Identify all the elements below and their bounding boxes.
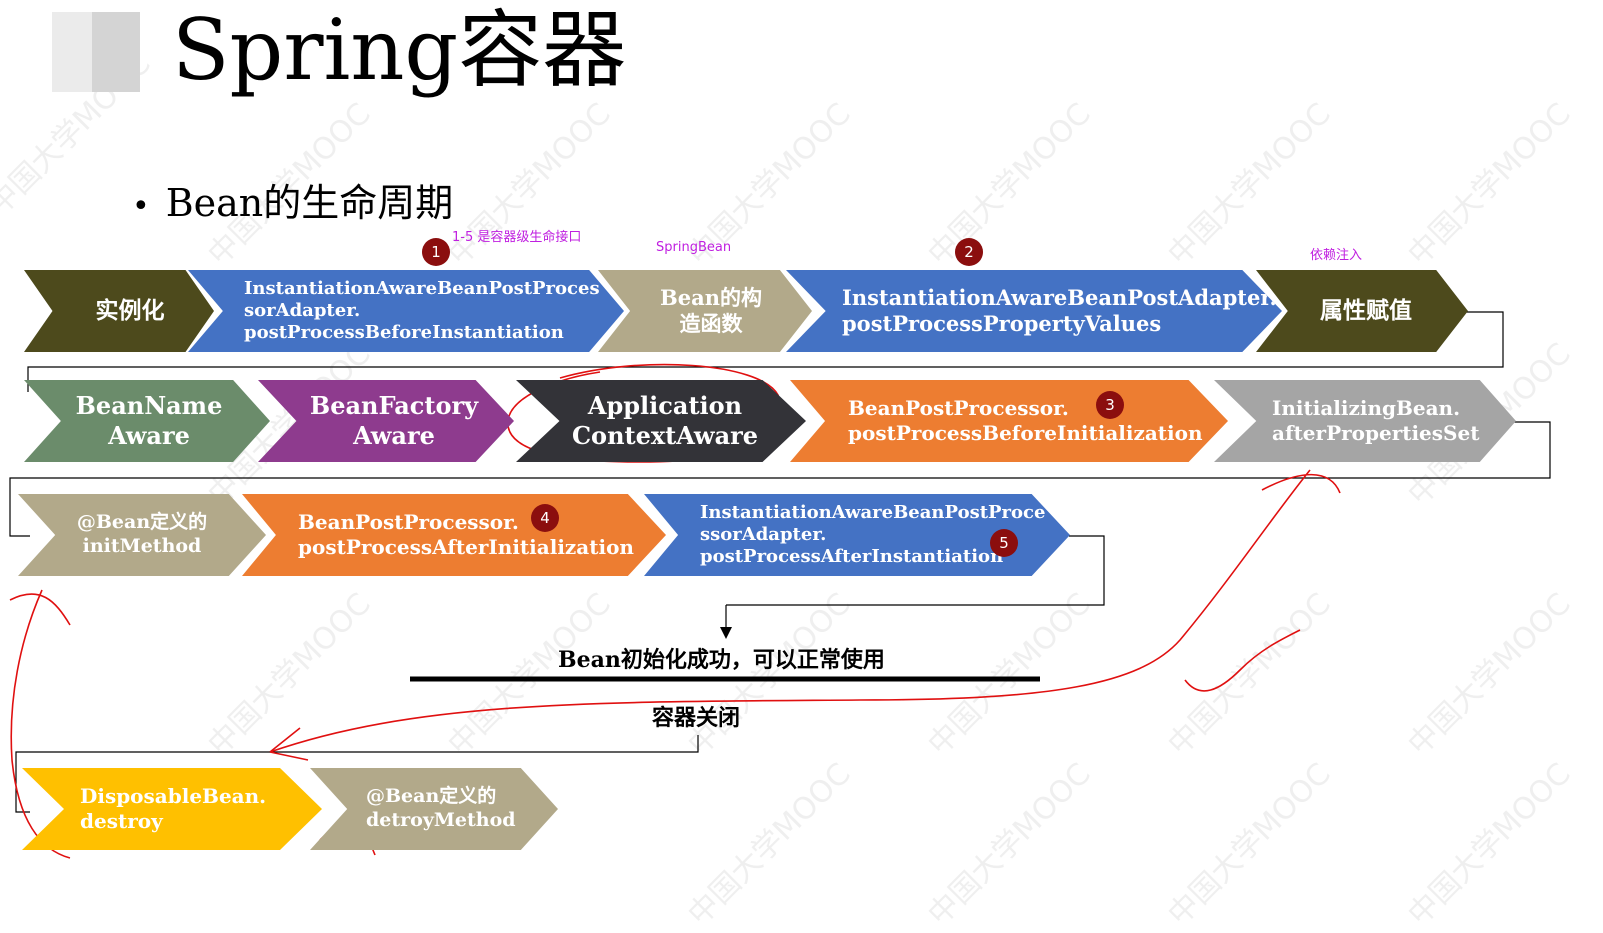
bullet-dot-icon: • [132,189,150,224]
chevron-label: InstantiationAwareBeanPostProces sorAdap… [244,277,600,344]
chevron-after-properties-set: InitializingBean. afterPropertiesSet [1214,380,1516,462]
chevron-label: InitializingBean. afterPropertiesSet [1272,396,1480,445]
title-decoration-light [52,12,92,92]
step-badge-4: 4 [531,504,559,532]
chevron-after-instantiation: InstantiationAwareBeanPostProce ssorAdap… [644,494,1070,576]
chevron-label: Bean的构 造函数 [660,284,762,336]
chevron-label: 属性赋值 [1320,296,1412,324]
chevron-instantiate: 实例化 [24,270,214,352]
step-badge-3: 3 [1096,391,1124,419]
connector-row1-row2 [27,311,1504,392]
chevron-init-method: @Bean定义的 initMethod [18,494,266,576]
chevron-beanname-aware: BeanName Aware [24,380,270,462]
note-dependency-injection: 依赖注入 [1310,248,1363,263]
chevron-before-initialization: BeanPostProcessor. postProcessBeforeInit… [790,380,1228,462]
chevron-label: InstantiationAwareBeanPostProce ssorAdap… [700,501,1046,568]
chevron-label: DisposableBean. destroy [80,784,267,833]
chevron-destroy-method: @Bean定义的 detroyMethod [310,768,558,850]
connector-row2-row3 [9,421,1551,537]
step-badge-2: 2 [955,238,983,266]
chevron-before-instantiation: InstantiationAwareBeanPostProces sorAdap… [188,270,624,352]
caption-container-close: 容器关闭 [652,705,741,731]
chevron-applicationcontext-aware: Application ContextAware [516,380,806,462]
step-badge-5: 5 [990,529,1018,557]
bullet-item: • Bean的生命周期 [132,178,453,232]
chevron-label: 实例化 [95,296,165,324]
arrow-annotation-right-icon [269,469,1341,761]
chevron-property-values: InstantiationAwareBeanPostAdapter. postP… [786,270,1282,352]
chevron-beanfactory-aware: BeanFactory Aware [258,380,514,462]
connector-lines [9,311,1551,859]
connector-row3-end [726,535,1105,606]
chevron-label: @Bean定义的 detroyMethod [366,785,516,831]
chevron-label: Application ContextAware [571,391,759,450]
chevron-label: BeanName Aware [75,391,223,450]
chevron-label: InstantiationAwareBeanPostAdapter. postP… [842,284,1277,336]
stroke-annotation-icon [1184,629,1301,692]
chevron-constructor: Bean的构 造函数 [598,270,812,352]
chevron-set-properties: 属性赋值 [1256,270,1468,352]
note-container-interfaces: 1-5 是容器级生命接口 [452,230,582,245]
chevron-label: BeanFactory Aware [309,391,479,450]
connector-close-destroy [15,735,699,813]
bullet-text: Bean的生命周期 [165,181,454,225]
chevron-label: @Bean定义的 initMethod [76,511,208,557]
chevron-after-initialization: BeanPostProcessor. postProcessAfterIniti… [242,494,666,576]
chevron-label: BeanPostProcessor. postProcessBeforeInit… [848,396,1203,445]
chevron-disposable-destroy: DisposableBean. destroy [22,768,322,850]
slide-title: Spring容器 [172,1,627,99]
note-springbean: SpringBean [656,240,732,255]
step-badge-1: 1 [422,238,450,266]
title-decoration-dark [92,12,140,92]
caption-init-success: Bean初始化成功，可以正常使用 [558,647,885,673]
chevron-label: BeanPostProcessor. postProcessAfterIniti… [298,510,634,559]
